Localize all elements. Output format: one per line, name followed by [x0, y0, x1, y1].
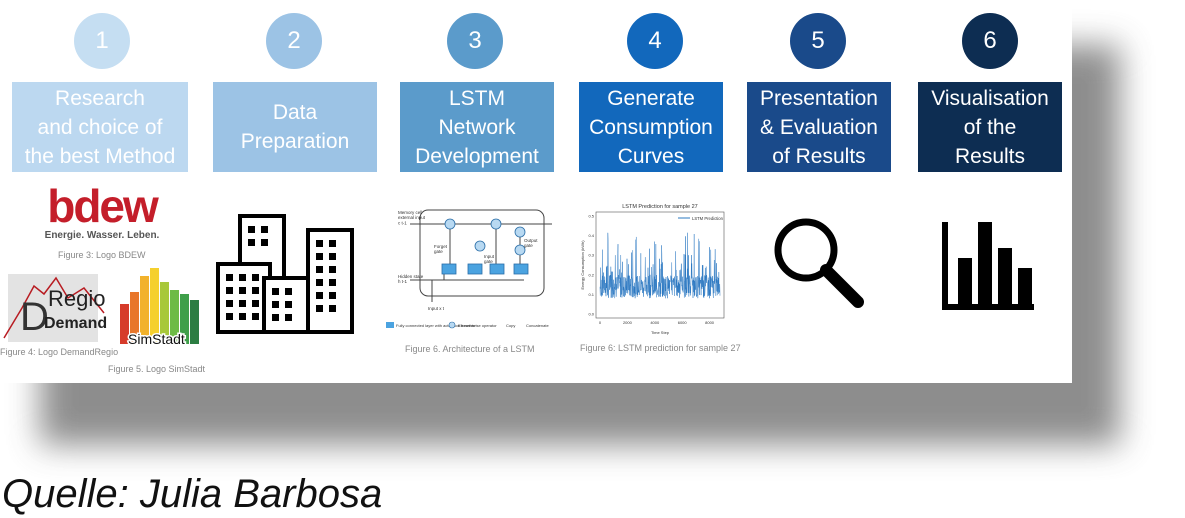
chart-x-tick-label: 8000 [705, 320, 715, 325]
chart-y-tick-label: 0.3 [588, 253, 594, 258]
building-window [226, 274, 233, 281]
building-window [226, 313, 233, 320]
lstm-legend-copy: Copy [506, 323, 515, 328]
buildings-icon [216, 214, 354, 334]
demandregio-logo: D Regio Demand [3, 274, 107, 342]
building-window [329, 292, 336, 299]
chart-plot-area [595, 211, 725, 319]
step-box-2: Data Preparation [213, 82, 377, 172]
chart-y-tick-label: 0.0 [588, 312, 594, 317]
bdew-logo-text: bdew [47, 180, 159, 232]
demandregio-initial: D [20, 295, 49, 339]
caption-fig5: Figure 5. Logo SimStadt [108, 364, 206, 374]
building-window [316, 305, 323, 312]
lstm-prediction-chart: LSTM Prediction for sample 27 LSTM Predi… [580, 204, 725, 335]
building-window [329, 279, 336, 286]
chart-y-tick-label: 0.1 [588, 292, 594, 297]
chart-x-tick-label: 0 [599, 320, 602, 325]
building-window [272, 314, 279, 321]
building-window [329, 305, 336, 312]
building-window [239, 274, 246, 281]
building-window [252, 287, 259, 294]
building-window [239, 300, 246, 307]
step-circle-1: 1 [74, 13, 130, 69]
source-credit: Quelle: Julia Barbosa [2, 472, 383, 516]
chart-x-tick-label: 2000 [623, 320, 633, 325]
building-window [261, 226, 268, 233]
building-window [316, 279, 323, 286]
step-circle-3: 3 [447, 13, 503, 69]
building-window [329, 253, 336, 260]
building-window [285, 314, 292, 321]
building-window [316, 240, 323, 247]
process-panel: 1 2 3 4 5 6 Research and choice of the b… [0, 13, 1062, 374]
chart-x-tick-label: 4000 [650, 320, 660, 325]
step-box-4: Generate Consumption Curves [579, 82, 723, 172]
simstadt-name: SimStadt [128, 331, 185, 347]
building-window [252, 300, 259, 307]
demandregio-line2: Demand [44, 315, 107, 332]
step-box-5: Presentation & Evaluation of Results [747, 82, 891, 172]
lstm-legend-op: Elementwise operator [458, 323, 497, 328]
chart-title: LSTM Prediction for sample 27 [622, 204, 698, 210]
chart-x-tick-label: 6000 [678, 320, 688, 325]
caption-fig4: Figure 4: Logo DemandRegio [0, 347, 119, 357]
bar-chart-icon [942, 222, 1034, 310]
building-window [329, 240, 336, 247]
chart-xlabel: Time Step [651, 330, 670, 335]
chart-y-tick-label: 0.5 [588, 214, 594, 219]
magnifier-icon [774, 218, 864, 308]
lstm-input-label: Input x t [428, 306, 445, 311]
step-circle-4: 4 [627, 13, 683, 69]
step-circle-5: 5 [790, 13, 846, 69]
simstadt-logo: SimStadt [120, 268, 199, 349]
building-window [272, 301, 279, 308]
building-window [316, 253, 323, 260]
chart-x-ticks: 0 2000 4000 6000 8000 [599, 320, 715, 325]
chart-y-tick-label: 0.4 [588, 233, 594, 238]
building-window [272, 288, 279, 295]
step-circle-2: 2 [266, 13, 322, 69]
step-circle-6: 6 [962, 13, 1018, 69]
chart-y-tick-label: 0.2 [588, 272, 594, 277]
building-window [239, 313, 246, 320]
building-window [248, 226, 255, 233]
building-window [252, 313, 259, 320]
building-window [239, 287, 246, 294]
building-window [285, 288, 292, 295]
demandregio-line1: Regio [48, 286, 105, 311]
building-window [226, 287, 233, 294]
building-window [252, 274, 259, 281]
chart-series-line [599, 232, 721, 299]
building-window [316, 292, 323, 299]
building-window [316, 266, 323, 273]
building-window [285, 301, 292, 308]
step-box-3: LSTM Network Development [400, 82, 554, 172]
building-window [226, 300, 233, 307]
caption-fig6: Figure 6. Architecture of a LSTM [405, 344, 535, 354]
bdew-tagline: Energie. Wasser. Leben. [44, 230, 160, 241]
bdew-logo: bdew Energie. Wasser. Leben. [32, 180, 172, 241]
lstm-legend-concat: Concatenate [526, 323, 549, 328]
chart-legend: LSTM Prediction [692, 216, 724, 221]
building-window [248, 239, 255, 246]
lstm-legend-fc: Fully connected layer with activation fu… [396, 323, 475, 328]
caption-fig3: Figure 3: Logo BDEW [58, 250, 146, 260]
caption-fig7: Figure 6: LSTM prediction for sample 27 [580, 343, 741, 353]
chart-y-ticks: 0.0 0.1 0.2 0.3 0.4 0.5 [588, 214, 594, 317]
building-window [261, 239, 268, 246]
step-box-1: Research and choice of the best Method [12, 82, 188, 172]
chart-ylabel: Energy Consumption (kWh) [580, 240, 585, 290]
step-box-6: Visualisation of the Results [918, 82, 1062, 172]
building-window [329, 266, 336, 273]
